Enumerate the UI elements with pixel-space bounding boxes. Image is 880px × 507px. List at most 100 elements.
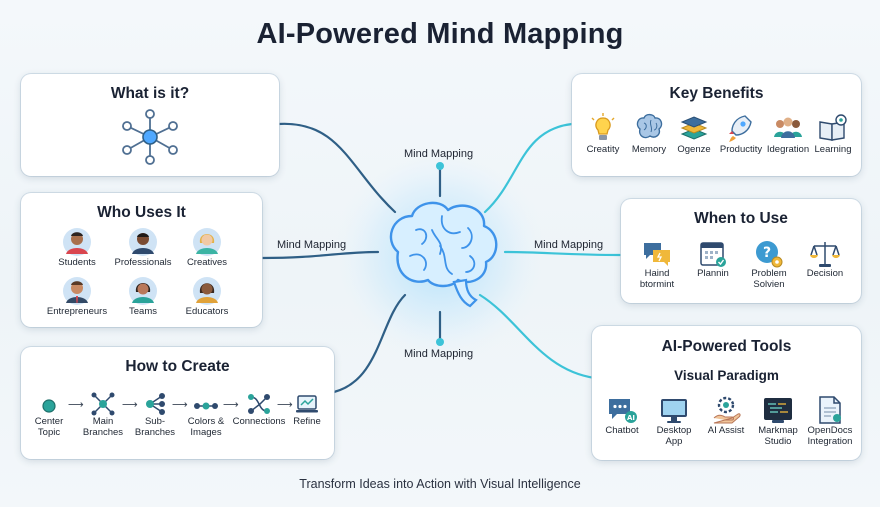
professional-avatar-icon: [129, 228, 157, 256]
when-label: Problem: [751, 268, 787, 279]
arrow-icon: ⟶: [68, 399, 84, 411]
sub-branches-icon: [146, 393, 165, 415]
benefit-label: Ogenze: [677, 144, 711, 155]
how-step-refine: Refine: [287, 391, 327, 428]
when-item-problem-solving: ? Problem Solvien: [741, 239, 797, 290]
who-label: Teams: [129, 306, 157, 317]
how-step-center-topic: Center Topic: [25, 395, 73, 438]
benefit-label: Creatity: [586, 144, 620, 155]
benefit-item-integration: Idegration: [762, 112, 814, 155]
how-label: Main: [92, 416, 114, 427]
when-item-decision: Decision: [797, 239, 853, 280]
document-icon: [819, 396, 841, 424]
team-avatar-icon: [129, 277, 157, 305]
connector-tools: [478, 293, 597, 380]
brain-small-icon: [636, 113, 663, 139]
benefit-item-organize: Ogenze: [671, 112, 717, 155]
people-group-icon: [774, 117, 802, 138]
creative-avatar-icon: [193, 228, 221, 256]
colors-images-icon: [194, 402, 218, 410]
arrow-icon: ⟶: [122, 399, 138, 411]
svg-text:AI: AI: [627, 414, 635, 422]
node-dot: [436, 162, 444, 170]
who-item-professionals: Professionals: [107, 227, 179, 268]
connector-who: [260, 250, 380, 260]
benefit-item-creativity: Creatity: [580, 112, 626, 155]
benefit-label: Idegration: [766, 144, 810, 155]
branch-label-bottom: Mind Mapping: [404, 348, 474, 360]
tool-label: Chatbot: [605, 425, 639, 436]
connections-icon: [248, 394, 270, 414]
how-step-main-branches: Main Branches: [79, 391, 127, 438]
benefit-item-memory: Memory: [626, 112, 672, 155]
how-label: Branches: [134, 426, 176, 438]
who-label: Professionals: [114, 257, 172, 268]
center-dot-icon: [42, 399, 56, 413]
code-screen-icon: [764, 398, 792, 423]
card-what-is-it: What is it?: [21, 74, 279, 176]
lightbulb-icon: [591, 113, 615, 140]
when-label: Plannin: [697, 268, 729, 279]
how-label: Images: [190, 426, 222, 438]
tool-item-chatbot: AI Chatbot: [596, 394, 648, 437]
connector-what: [276, 122, 397, 214]
main-branches-icon: [91, 392, 115, 416]
tool-label: Integration: [807, 435, 853, 447]
branch-label-left: Mind Mapping: [277, 239, 347, 251]
node-dot: [436, 338, 444, 346]
rocket-icon: [729, 115, 752, 142]
tools-subtitle: Visual Paradigm: [674, 368, 779, 383]
page-title: AI-Powered Mind Mapping: [256, 18, 624, 50]
tool-item-desktop-app: Desktop App: [648, 394, 700, 447]
card-who-uses-it: Who Uses It Students Professionals Creat…: [21, 193, 262, 327]
who-label: Creatives: [186, 257, 228, 268]
how-step-connections: Connections: [230, 391, 288, 428]
footer-tagline: Transform Ideas into Action with Visual …: [299, 477, 581, 491]
tool-label: Markmap: [758, 425, 798, 436]
educator-avatar-icon: [193, 277, 221, 305]
tool-item-markmap-studio: Markmap Studio: [752, 394, 804, 447]
how-label: Connections: [232, 416, 286, 427]
who-item-teams: Teams: [107, 276, 179, 317]
card-ai-powered-tools: AI-Powered Tools Visual Paradigm AI Chat…: [592, 326, 861, 460]
card-when-to-use: When to Use Haind btormint Plannin ? Pro…: [621, 199, 861, 303]
center-brain: [370, 190, 510, 320]
gear-hand-icon: [713, 396, 741, 424]
stack-icon: [680, 116, 708, 140]
brain-icon: [389, 201, 498, 308]
who-item-entrepreneurs: Entrepreneurs: [41, 276, 113, 317]
book-gear-icon: [819, 114, 847, 141]
tool-label: AI Assist: [707, 425, 745, 436]
benefit-item-learning: Learning: [810, 112, 856, 155]
network-icon: [122, 109, 178, 165]
chatbot-icon: AI: [609, 399, 637, 423]
laptop-icon: [296, 395, 318, 413]
arrow-icon: ⟶: [277, 399, 293, 411]
branch-label-right: Mind Mapping: [534, 239, 604, 251]
how-step-sub-branches: Sub- Branches: [131, 391, 179, 438]
when-label: Solvien: [753, 278, 785, 290]
entrepreneur-avatar-icon: [63, 277, 91, 305]
desktop-monitor-icon: [661, 399, 687, 423]
card-how-to-create: How to Create Center Topic ⟶ Main Branch…: [21, 347, 334, 459]
who-item-educators: Educators: [171, 276, 243, 317]
tool-item-opendocs-integration: OpenDocs Integration: [800, 394, 860, 447]
when-item-brainstorming: Haind btormint: [629, 239, 685, 290]
calendar-icon: [700, 242, 726, 267]
who-label: Educators: [185, 306, 229, 317]
who-item-creatives: Creatives: [171, 227, 243, 268]
card-title-what: What is it?: [110, 85, 190, 102]
branch-label-top: Mind Mapping: [404, 148, 474, 160]
card-title-benefits: Key Benefits: [669, 85, 764, 102]
connector-how: [332, 293, 407, 394]
how-label: Branches: [82, 426, 124, 438]
who-item-students: Students: [41, 227, 113, 268]
when-label: btormint: [639, 278, 675, 290]
benefit-label: Memory: [631, 144, 667, 155]
card-title-who: Who Uses It: [97, 204, 186, 221]
how-label: Sub-: [144, 416, 166, 427]
tool-label: OpenDocs: [807, 425, 853, 436]
connector-benefits: [483, 122, 574, 214]
benefit-label: Productity: [719, 144, 763, 155]
how-label: Refine: [293, 416, 321, 427]
